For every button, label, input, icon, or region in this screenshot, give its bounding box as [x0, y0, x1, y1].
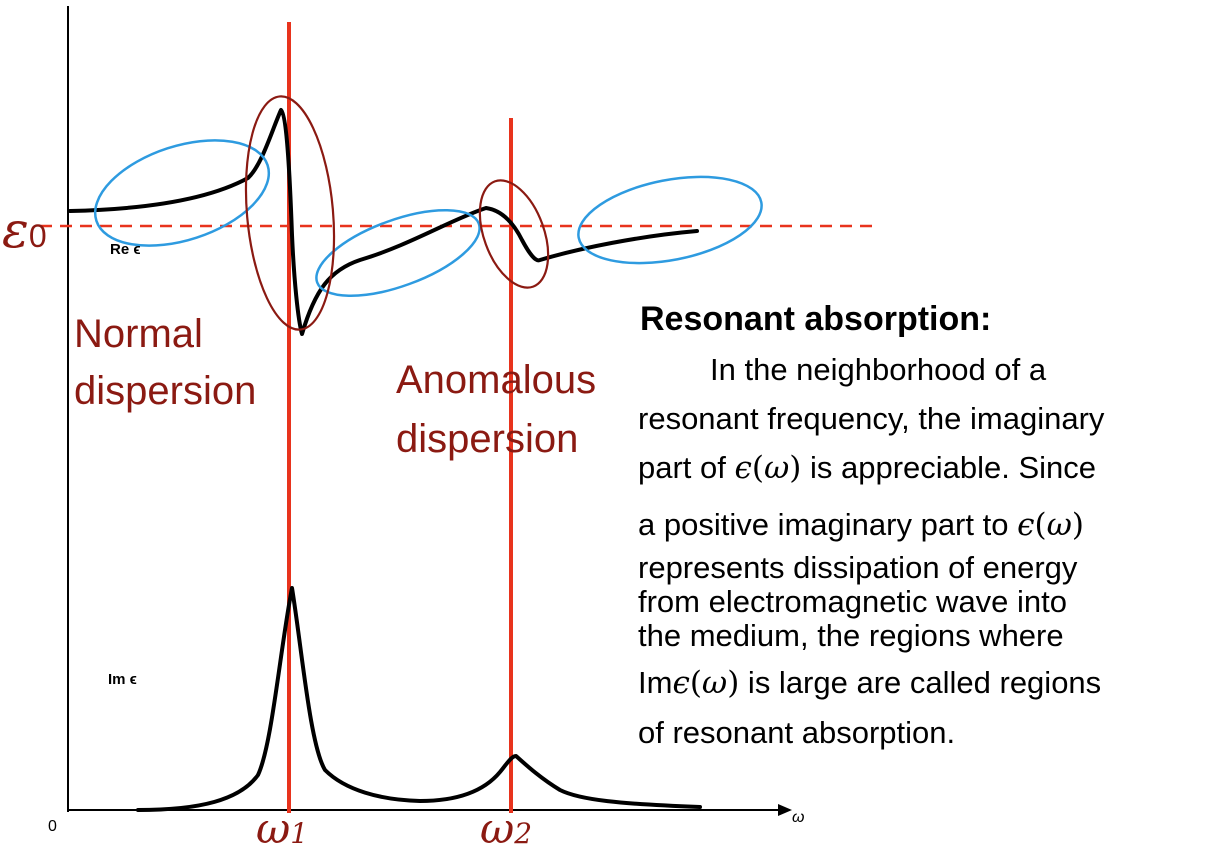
- normal-dispersion-region-2: [315, 209, 481, 297]
- explanation-text: Resonant absorption: In the neighborhood…: [638, 300, 1203, 751]
- text-title: Resonant absorption:: [640, 300, 992, 338]
- omega-symbol: ω: [701, 665, 728, 701]
- text-line-2: resonant frequency, the imaginary: [638, 401, 1105, 436]
- im-epsilon-label: Im ϵ: [108, 671, 137, 688]
- normal-dispersion-label-line2: dispersion: [74, 369, 256, 413]
- anomalous-dispersion-region-1: [244, 95, 336, 331]
- omega-symbol: ω: [763, 450, 790, 486]
- epsilon-subscript: 0: [29, 218, 47, 254]
- text-line-6: from electromagnetic wave into: [638, 584, 1068, 619]
- text-line-1: In the neighborhood of a: [710, 352, 1047, 387]
- normal-dispersion-label-line1: Normal: [74, 312, 203, 356]
- close-paren: ): [727, 665, 740, 701]
- open-paren: (: [1034, 507, 1047, 543]
- text-line-3-a: part of: [638, 450, 735, 485]
- open-paren: (: [689, 665, 702, 701]
- eps-symbol: ϵ: [734, 450, 752, 486]
- open-paren: (: [751, 450, 764, 486]
- epsilon0-label: ε0: [2, 201, 47, 259]
- x-axis-arrowhead: [778, 804, 792, 816]
- omega1-subscript: 1: [290, 817, 308, 847]
- text-line-9: of resonant absorption.: [638, 715, 956, 750]
- text-line-8-a: Im: [638, 665, 673, 700]
- omega-symbol: ω: [1046, 507, 1072, 543]
- omega2-symbol: ω: [480, 804, 514, 847]
- eps-symbol: ϵ: [1017, 507, 1035, 543]
- omega1-symbol: ω: [256, 804, 290, 847]
- omega2-label: ω2: [480, 804, 532, 847]
- normal-dispersion-region-1: [93, 139, 271, 247]
- anomalous-dispersion-label-line1: Anomalous: [396, 358, 596, 402]
- re-epsilon-label: Re ϵ: [110, 241, 141, 258]
- omega1-label: ω1: [256, 804, 308, 847]
- text-line-4-a: a positive imaginary part to: [638, 507, 1018, 542]
- text-line-3-b: is appreciable. Since: [801, 450, 1097, 485]
- close-paren: ): [1071, 507, 1084, 543]
- text-line-7: the medium, the regions where: [638, 618, 1064, 653]
- anomalous-dispersion-label-line2: dispersion: [396, 417, 578, 461]
- text-line-8-b: is large are called regions: [739, 665, 1102, 700]
- text-line-5: represents dissipation of energy: [638, 550, 1078, 585]
- im-epsilon-curve: [136, 586, 702, 812]
- normal-dispersion-region-3: [577, 175, 763, 265]
- origin-label: 0: [48, 818, 57, 835]
- re-epsilon-curve: [68, 108, 699, 336]
- text-line-4: a positive imaginary part to ϵ(ω): [638, 506, 1203, 543]
- close-paren: ): [789, 450, 802, 486]
- anomalous-dispersion-region-2: [478, 179, 550, 289]
- eps-symbol: ϵ: [672, 665, 690, 701]
- epsilon-symbol: ε: [2, 201, 29, 259]
- text-line-8: Imϵ(ω) is large are called regions: [638, 664, 1203, 701]
- omega2-subscript: 2: [513, 817, 532, 847]
- text-line-3: part of ϵ(ω) is appreciable. Since: [638, 449, 1203, 486]
- x-axis-label: ω: [792, 809, 804, 826]
